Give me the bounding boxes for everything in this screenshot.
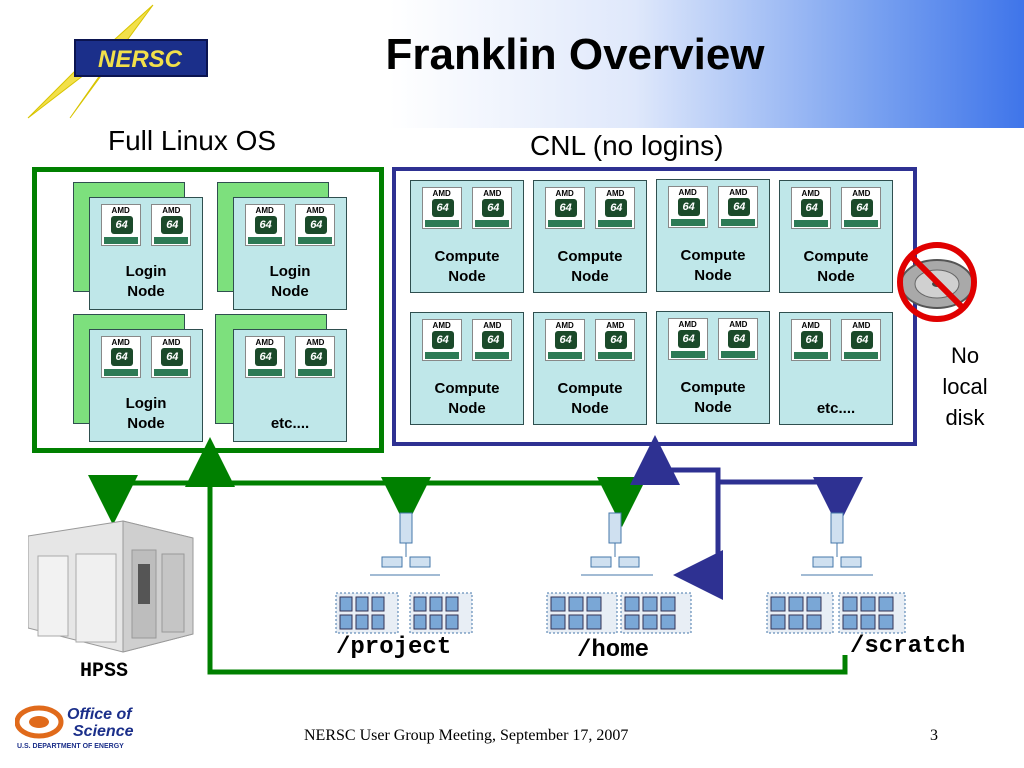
node-label-line1: Login [125,263,167,280]
node-label-line1: Compute [680,247,746,264]
cnl-label: CNL (no logins) [530,130,724,161]
svg-text:Office of: Office of [67,706,133,723]
node-label-line2: Node [571,400,609,417]
no-disk-line2: local [942,374,988,399]
green-connector [88,475,647,527]
full-linux-os-label: Full Linux OS [108,125,277,156]
svg-text:Science: Science [73,723,134,740]
no-disk-line1: No [950,343,980,368]
node-label-line2: Node [817,268,855,285]
scratch-label: /scratch [850,633,966,660]
node-label-line2: Node [448,400,486,417]
node-label-line1: Login [125,395,167,412]
nersc-logo: NERSC [27,4,208,119]
node-label-line1: Compute [557,248,623,265]
office-of-science-logo: Office of Science U.S. DEPARTMENT OF ENE… [15,705,134,750]
hpss-label: HPSS [80,660,129,683]
node-label-line2: Node [694,267,732,284]
storage-array-scratch [766,512,906,634]
storage-array-home [546,512,692,634]
navy-connector [718,477,863,527]
node-label-line1: Compute [434,248,500,265]
green-connector [185,437,848,675]
no-disk-line3: disk [945,405,985,430]
nersc-logo-text: NERSC [98,46,183,73]
node-label-line1: etc.... [270,415,310,432]
node-label-line2: Node [127,283,165,300]
project-label: /project [336,634,452,661]
home-label: /home [577,637,650,664]
storage-array-project [335,512,473,634]
node-label-line2: Node [271,283,309,300]
node-label-line1: etc.... [816,400,856,417]
node-label-line2: Node [448,268,486,285]
no-disk-icon [897,242,977,322]
node-label-line1: Compute [803,248,869,265]
page-title: Franklin Overview [385,30,765,79]
page-number: 3 [930,727,938,744]
node-label-line1: Compute [557,380,623,397]
node-label-line2: Node [127,415,165,432]
node-label-line1: Compute [680,379,746,396]
hpss-machine-image [28,520,194,653]
navy-connector [630,435,723,600]
no-local-disk-label: No local disk [930,340,1000,433]
node-label-line1: Compute [434,380,500,397]
node-label-line2: Node [571,268,609,285]
footer-meeting-text: NERSC User Group Meeting, September 17, … [304,727,629,744]
svg-text:U.S. DEPARTMENT OF ENERGY: U.S. DEPARTMENT OF ENERGY [17,743,124,750]
node-label-line1: Login [269,263,311,280]
node-label-line2: Node [694,399,732,416]
